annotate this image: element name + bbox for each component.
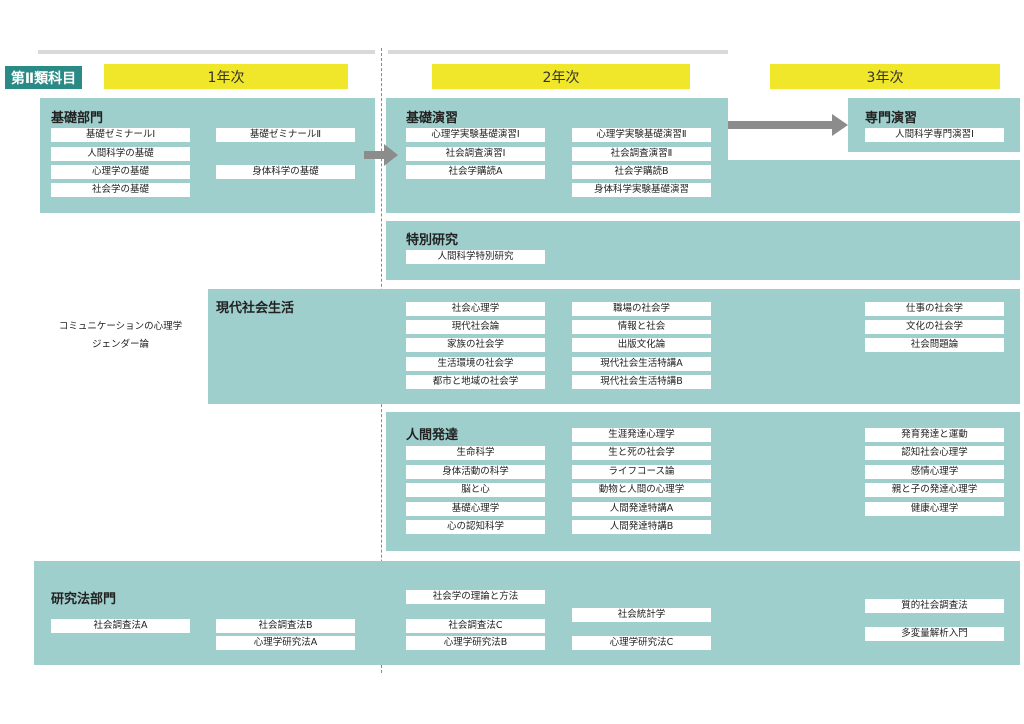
section-title-senmon-enshu: 専門演習 <box>865 111 918 126</box>
section-title-kiso-enshu: 基礎演習 <box>406 111 459 126</box>
course-item: 仕事の社会学 <box>865 302 1004 316</box>
panel-senmon-enshu <box>848 98 1020 152</box>
year-3-header: 3年次 <box>770 64 1000 89</box>
course-item: 社会調査法C <box>406 619 545 633</box>
course-item: ジェンダー論 <box>51 338 190 352</box>
course-item: 社会統計学 <box>572 608 711 622</box>
panel-kiso-enshu-ext <box>728 160 1020 213</box>
course-item: 質的社会調査法 <box>865 599 1004 613</box>
course-item: 人間科学専門演習Ⅰ <box>865 128 1004 142</box>
course-item: 情報と社会 <box>572 320 711 334</box>
course-item: 発育発達と運動 <box>865 428 1004 442</box>
course-item: 社会学購読B <box>572 165 711 179</box>
section-title-tokubetsu: 特別研究 <box>406 233 459 248</box>
course-item: 脳と心 <box>406 483 545 497</box>
course-item: 基礎心理学 <box>406 502 545 516</box>
course-item: 社会学の理論と方法 <box>406 590 545 604</box>
course-item: コミュニケーションの心理学 <box>51 320 190 334</box>
course-item: 現代社会生活特講B <box>572 375 711 389</box>
year-2-header: 2年次 <box>432 64 690 89</box>
section-title-kenkyuho: 研究法部門 <box>51 592 117 607</box>
course-item: 生活環境の社会学 <box>406 357 545 371</box>
course-item: 生涯発達心理学 <box>572 428 711 442</box>
course-item: 感情心理学 <box>865 465 1004 479</box>
course-item: 心理学実験基礎演習Ⅱ <box>572 128 711 142</box>
section-title-ningen: 人間発達 <box>406 428 459 443</box>
course-item: 家族の社会学 <box>406 338 545 352</box>
course-item: 心の認知科学 <box>406 520 545 534</box>
course-item: 心理学研究法A <box>216 636 355 650</box>
course-item: 人間科学の基礎 <box>51 147 190 161</box>
course-item: 生命科学 <box>406 446 545 460</box>
course-item: ライフコース論 <box>572 465 711 479</box>
course-item: 社会心理学 <box>406 302 545 316</box>
course-item: 社会調査演習Ⅰ <box>406 147 545 161</box>
course-item: 身体活動の科学 <box>406 465 545 479</box>
course-item: 都市と地域の社会学 <box>406 375 545 389</box>
category-badge: 第Ⅱ類科目 <box>5 66 82 89</box>
arrow-right-icon <box>728 114 848 136</box>
course-item: 心理学実験基礎演習Ⅰ <box>406 128 545 142</box>
section-title-gendai: 現代社会生活 <box>216 301 295 316</box>
course-item: 基礎ゼミナールⅡ <box>216 128 355 142</box>
course-item: 生と死の社会学 <box>572 446 711 460</box>
course-item: 社会調査法A <box>51 619 190 633</box>
course-item: 社会調査法B <box>216 619 355 633</box>
course-item: 心理学研究法B <box>406 636 545 650</box>
course-item: 身体科学実験基礎演習 <box>572 183 711 197</box>
course-item: 文化の社会学 <box>865 320 1004 334</box>
course-item: 社会学の基礎 <box>51 183 190 197</box>
course-item: 心理学研究法C <box>572 636 711 650</box>
course-item: 社会学購読A <box>406 165 545 179</box>
divider-line <box>388 50 728 54</box>
course-item: 現代社会生活特講A <box>572 357 711 371</box>
course-item: 社会問題論 <box>865 338 1004 352</box>
course-item: 健康心理学 <box>865 502 1004 516</box>
course-item: 身体科学の基礎 <box>216 165 355 179</box>
course-item: 人間発達特講A <box>572 502 711 516</box>
course-item: 人間科学特別研究 <box>406 250 545 264</box>
course-item: 基礎ゼミナールⅠ <box>51 128 190 142</box>
course-item: 人間発達特講B <box>572 520 711 534</box>
course-item: 親と子の発達心理学 <box>865 483 1004 497</box>
divider-line <box>38 50 375 54</box>
course-item: 多変量解析入門 <box>865 627 1004 641</box>
course-item: 心理学の基礎 <box>51 165 190 179</box>
course-item: 現代社会論 <box>406 320 545 334</box>
course-item: 社会調査演習Ⅱ <box>572 147 711 161</box>
section-title-kiso-bumon: 基礎部門 <box>51 111 104 126</box>
course-item: 出版文化論 <box>572 338 711 352</box>
course-item: 職場の社会学 <box>572 302 711 316</box>
arrow-right-icon <box>364 144 398 166</box>
year-1-header: 1年次 <box>104 64 348 89</box>
course-item: 認知社会心理学 <box>865 446 1004 460</box>
course-item: 動物と人間の心理学 <box>572 483 711 497</box>
